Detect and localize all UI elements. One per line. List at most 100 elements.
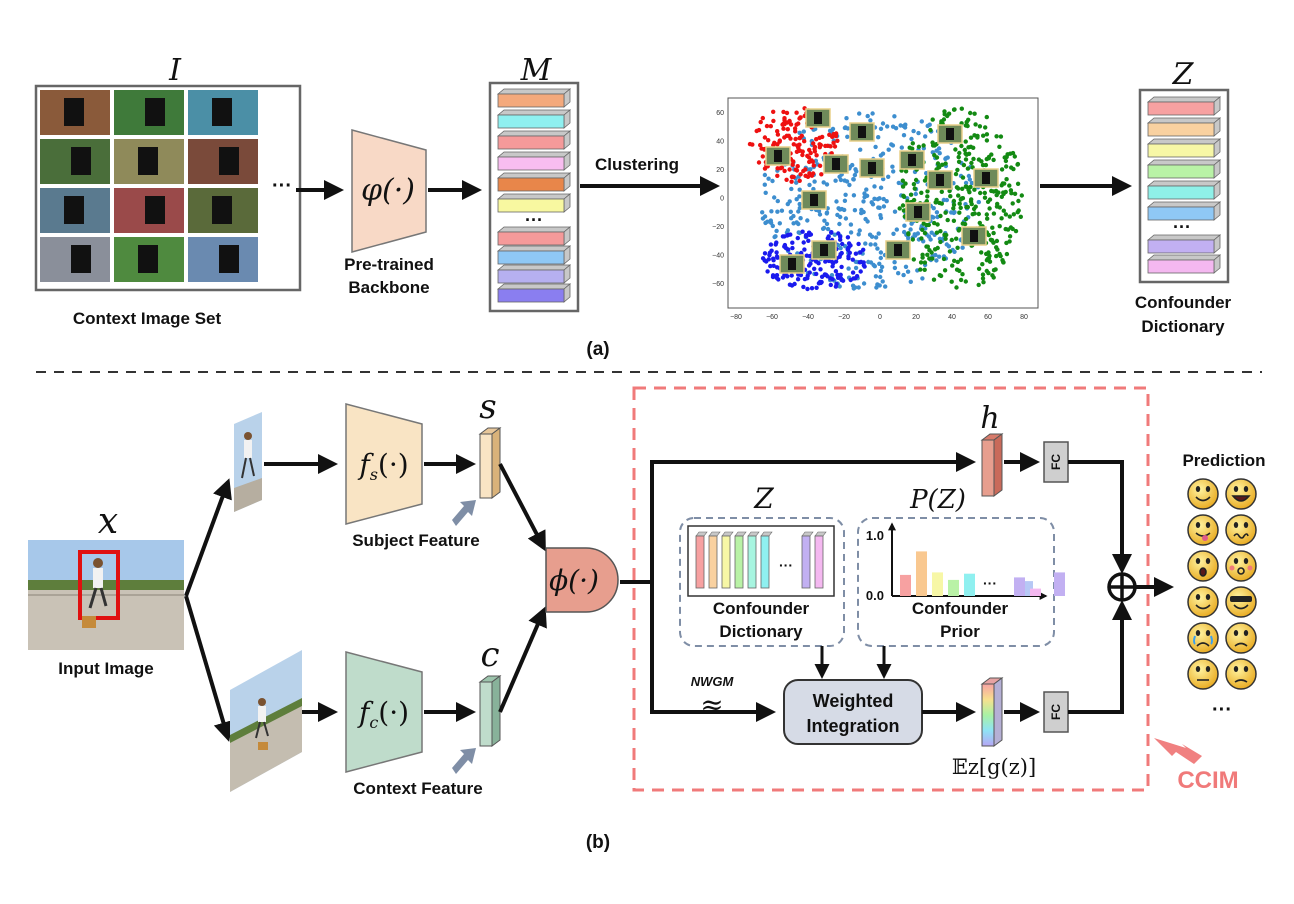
ccim-dict-caption-2: Dictionary	[719, 622, 803, 641]
point-red	[758, 119, 763, 125]
point-red	[784, 110, 790, 116]
dict-column	[747, 535, 757, 589]
dictionary-bar	[1147, 259, 1215, 274]
dictionary-bar	[1147, 239, 1215, 254]
point-lightblue	[863, 241, 868, 246]
point-blue	[836, 231, 841, 236]
emoji-eye	[1195, 594, 1201, 600]
point-green	[960, 175, 966, 180]
point-green	[961, 162, 967, 168]
point-blue	[780, 234, 786, 239]
point-green	[982, 195, 988, 200]
point-green	[997, 144, 1002, 149]
point-red	[802, 139, 807, 144]
emoji-tear	[1210, 635, 1213, 645]
point-green	[954, 236, 959, 241]
point-green	[931, 277, 937, 282]
fc-top-label: FC	[1049, 454, 1063, 470]
point-lightblue	[837, 207, 843, 212]
point-green	[973, 122, 978, 127]
point-lightblue	[827, 128, 833, 133]
point-lightblue	[937, 151, 942, 156]
point-blue	[822, 272, 828, 277]
point-green	[933, 200, 938, 205]
point-green	[930, 256, 935, 261]
point-green	[1018, 214, 1023, 219]
point-green	[983, 125, 988, 130]
point-green	[1015, 181, 1021, 186]
point-lightblue	[903, 264, 909, 269]
point-lightblue	[873, 274, 879, 279]
point-red	[817, 163, 823, 168]
point-lightblue	[846, 266, 851, 271]
point-red	[806, 155, 812, 160]
emoji-eye	[1205, 594, 1211, 600]
point-green	[938, 229, 943, 234]
dictionary-symbol: Z	[1172, 57, 1195, 92]
backbone-symbol: φ(·)	[361, 173, 415, 208]
dictionary-bar	[1147, 206, 1215, 221]
point-red	[803, 173, 808, 178]
point-lightblue	[796, 221, 801, 227]
h-feature-bar	[980, 433, 1004, 497]
point-green	[960, 186, 965, 191]
point-green	[982, 190, 987, 196]
point-red	[797, 135, 803, 141]
point-green	[943, 210, 948, 215]
masked-subject	[64, 196, 84, 224]
point-red	[814, 137, 819, 142]
point-green	[958, 197, 963, 202]
point-red	[791, 159, 796, 164]
point-red	[811, 163, 816, 168]
context-crop-image	[230, 650, 302, 792]
prediction-emoji-grid	[1187, 478, 1257, 690]
scatter-thumbnail-mask	[858, 126, 866, 138]
point-blue	[846, 245, 851, 250]
subject-feature-symbol: s	[479, 387, 496, 427]
panel-b-label: (b)	[586, 832, 610, 853]
point-lightblue	[925, 123, 930, 129]
prior-bar	[1030, 588, 1041, 596]
point-blue	[851, 276, 856, 281]
point-lightblue	[949, 210, 954, 215]
point-lightblue	[843, 192, 848, 197]
emoji-face-circle	[1225, 478, 1257, 510]
point-blue	[770, 274, 776, 280]
bank-bar	[497, 93, 565, 108]
point-blue	[826, 234, 831, 239]
point-lightblue	[934, 210, 940, 215]
point-blue	[795, 277, 801, 282]
point-lightblue	[946, 244, 952, 249]
point-red	[789, 179, 794, 184]
point-red	[831, 131, 836, 137]
point-green	[1008, 188, 1014, 193]
point-blue	[833, 284, 839, 289]
point-green	[1016, 198, 1021, 204]
point-lightblue	[788, 209, 793, 214]
point-green	[998, 253, 1003, 259]
point-green	[984, 212, 989, 217]
subject-feature-bar	[478, 427, 502, 499]
emoji-face-flat	[1187, 658, 1219, 690]
scatter-x-tick: −20	[838, 314, 850, 321]
prior-ellipsis: ···	[983, 575, 997, 591]
point-lightblue	[901, 272, 906, 278]
dictionary-columns	[695, 531, 827, 589]
emoji-face-angry	[1225, 622, 1257, 654]
context-feature-caption: Context Feature	[353, 779, 482, 798]
point-green	[950, 263, 955, 268]
point-green	[1010, 201, 1015, 206]
prior-bar	[900, 574, 911, 596]
point-lightblue	[896, 271, 901, 276]
point-lightblue	[952, 249, 957, 254]
point-red	[808, 150, 813, 156]
point-red	[775, 166, 780, 171]
point-green	[976, 282, 981, 288]
point-lightblue	[901, 123, 906, 129]
point-red	[760, 115, 765, 121]
point-lightblue	[941, 197, 946, 203]
point-green	[980, 276, 986, 281]
point-lightblue	[848, 230, 854, 235]
